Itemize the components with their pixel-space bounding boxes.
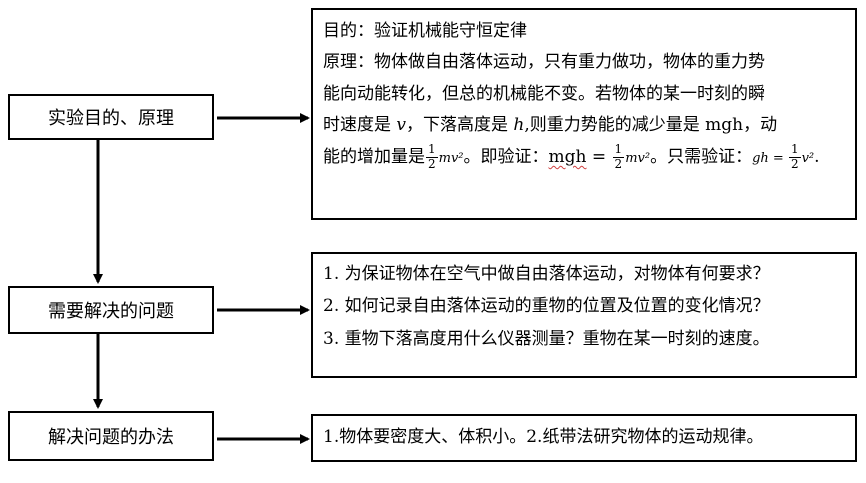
question-item: 2. 如何记录自由落体运动的重物的位置及位置的变化情况？ xyxy=(323,296,770,317)
stage-box-solutions: 解决问题的办法 xyxy=(8,411,214,461)
text-fragment: ，下落高度是 xyxy=(406,115,514,136)
methods-text: 1.物体要密度大、体积小。2.纸带法研究物体的运动规律。 xyxy=(323,427,764,448)
stage-label: 解决问题的办法 xyxy=(48,427,174,448)
text-fragment: 。即验证： xyxy=(463,146,549,167)
fraction-denominator: 2 xyxy=(428,156,436,171)
velocity-squared-term: v² xyxy=(801,150,815,166)
equals-sign: = xyxy=(586,146,612,167)
fraction-numerator: 1 xyxy=(788,141,801,158)
stage-label: 实验目的、原理 xyxy=(48,108,174,129)
text-fragment: 。只需验证： xyxy=(650,146,753,167)
text-fragment: . xyxy=(814,146,820,167)
principle-line-3: 时速度是 v，下落高度是 h,则重力势能的减少量是 mgh，动 xyxy=(323,110,845,141)
purpose-principle-box: 目的：验证机械能守恒定律 原理：物体做自由落体运动，只有重力做功，物体的重力势 … xyxy=(311,8,857,220)
principle-line-2: 能向动能转化，但总的机械能不变。若物体的某一时刻的瞬 xyxy=(323,83,765,104)
purpose-line: 目的：验证机械能守恒定律 xyxy=(323,21,527,41)
methods-box: 1.物体要密度大、体积小。2.纸带法研究物体的运动规律。 xyxy=(311,414,857,462)
kinetic-energy-term: mv² xyxy=(625,150,651,166)
text-fragment: 时速度是 xyxy=(323,115,397,136)
questions-box: 1. 为保证物体在空气中做自由落体运动，对物体有何要求？ 2. 如何记录自由落体… xyxy=(311,252,857,378)
velocity-variable: v xyxy=(396,115,407,136)
text-fragment: 能的增加量是 xyxy=(323,146,425,167)
text-fragment: ,则重力势能的减少量是 mgh，动 xyxy=(524,115,778,136)
question-item: 1. 为保证物体在空气中做自由落体运动，对物体有何要求？ xyxy=(323,264,770,284)
fraction-numerator: 1 xyxy=(426,141,438,158)
kinetic-energy-term: mv² xyxy=(438,150,464,166)
principle-line-1: 原理：物体做自由落体运动，只有重力做功，物体的重力势 xyxy=(323,52,765,73)
stage-label: 需要解决的问题 xyxy=(48,301,174,322)
potential-energy-term: mgh xyxy=(548,146,587,167)
height-variable: h xyxy=(513,115,525,136)
question-item: 3. 重物下落高度用什么仪器测量？重物在某一时刻的速度。 xyxy=(323,328,770,349)
stage-box-purpose-principle: 实验目的、原理 xyxy=(8,94,214,140)
fraction-denominator: 2 xyxy=(614,156,623,171)
fraction-denominator: 2 xyxy=(790,156,799,171)
stage-box-problems: 需要解决的问题 xyxy=(8,286,214,334)
fraction-numerator: 1 xyxy=(612,141,625,158)
verification-equation: gh = xyxy=(752,150,788,166)
